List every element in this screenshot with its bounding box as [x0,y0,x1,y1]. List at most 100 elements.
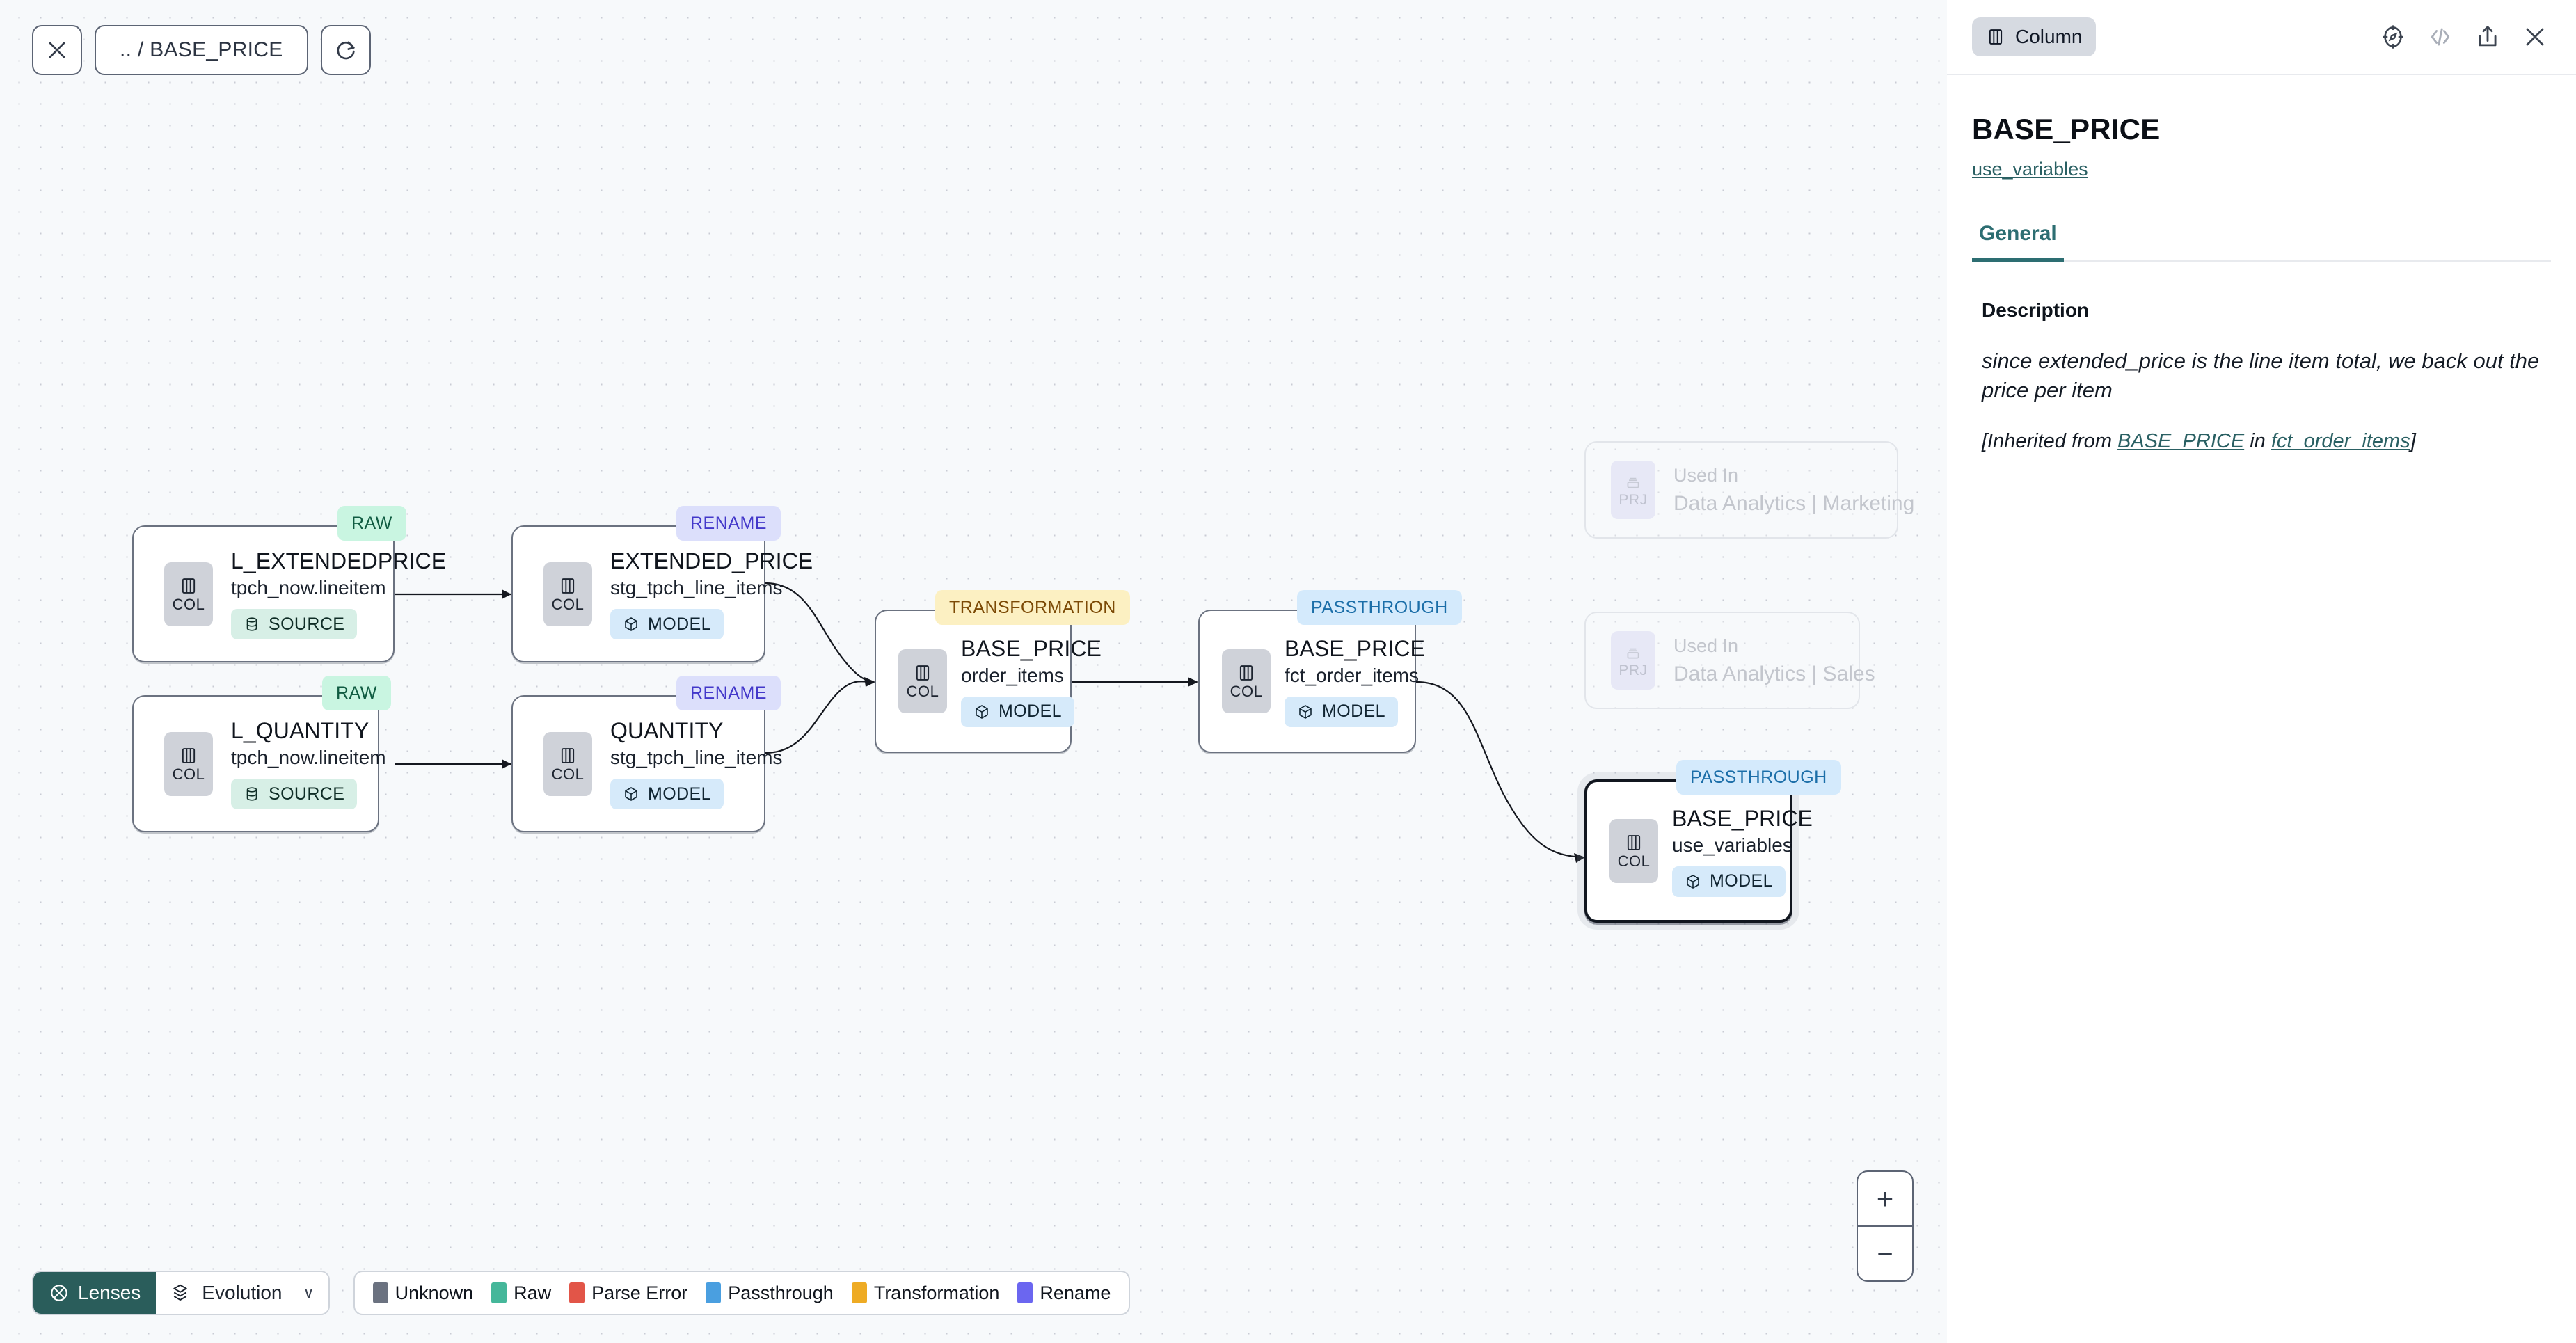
details-panel-header: Column [1947,0,2576,75]
explore-icon [2383,25,2403,49]
node-title: EXTENDED_PRICE [610,548,813,573]
description-label: Description [1982,299,2090,321]
node-title: L_QUANTITY [231,718,369,743]
cube-icon [976,704,988,719]
legend-swatch [706,1282,722,1303]
layers-icon [173,1284,187,1301]
lenses-button[interactable]: Lenses [33,1272,157,1314]
canvas-bottom-bar: Lenses Evolution ∨ Unknown Raw [32,1271,1131,1315]
node-badge-label: RAW [336,683,377,703]
legend-item-rename: Rename [1017,1282,1111,1304]
column-icon-label: COL [1617,852,1651,870]
node-base-price-use-variables[interactable]: PASSTHROUGH COL BASE_PRICE use_variables… [1584,760,1841,923]
node-badge-passthrough: PASSTHROUGH [1676,760,1841,795]
close-panel-button[interactable] [2522,24,2548,50]
node-pill-label: MODEL [1710,871,1773,891]
inherited-note: [Inherited from BASE_PRICE in fct_order_… [1982,430,2541,453]
tab-general[interactable]: General [1972,222,2064,262]
explore-button[interactable] [2380,24,2406,50]
node-badge-label: TRANSFORMATION [949,597,1116,617]
node-subtitle: tpch_now.lineitem [231,577,386,598]
node-body: L_EXTENDEDPRICE tpch_now.lineitem SOURCE [231,548,446,639]
legend-label: Passthrough [728,1282,834,1303]
node-badge-rename: RENAME [676,506,781,541]
used-in-card-sales[interactable]: PRJ Used In Data Analytics | Sales [1584,612,1875,709]
legend-label: Unknown [395,1282,474,1303]
used-in-name: Data Analytics | Marketing [1673,491,1915,515]
legend-label: Parse Error [591,1282,688,1303]
parent-model-link[interactable]: use_variables [1972,159,2088,180]
panel-header-actions [2380,24,2548,50]
node-l-extendedprice[interactable]: RAW COL L_EXTENDEDPRICE tpch_now.lineite… [132,506,446,662]
column-icon [561,747,575,763]
node-title: BASE_PRICE [961,635,1102,661]
node-badge-raw: RAW [337,506,406,541]
node-pill-model: MODEL [610,609,724,639]
breadcrumb-button[interactable]: .. / BASE_PRICE [95,25,308,75]
column-type-icon: COL [898,649,947,713]
node-badge-raw: RAW [322,676,391,710]
legend-swatch [372,1282,388,1303]
canvas-toolbar: .. / BASE_PRICE [32,25,371,75]
column-type-icon: COL [1222,649,1271,713]
share-button[interactable] [2474,24,2501,50]
legend-label: Transformation [873,1282,1000,1303]
node-badge-transformation: TRANSFORMATION [935,590,1130,625]
column-icon [1239,665,1253,681]
node-badge-label: PASSTHROUGH [1311,597,1448,617]
legend-item-unknown: Unknown [372,1282,474,1304]
legend-swatch [851,1282,867,1303]
node-badge-label: RENAME [690,683,767,703]
inherited-column-link[interactable]: BASE_PRICE [2117,429,2245,452]
project-icon-wrap: PRJ [1611,461,1655,519]
node-badge-rename: RENAME [676,676,781,710]
lens-icon [51,1285,67,1301]
legend-swatch [569,1282,585,1303]
node-pill-model: MODEL [610,779,724,809]
node-body: EXTENDED_PRICE stg_tpch_line_items MODEL [610,548,813,639]
node-pill-label: SOURCE [269,614,345,634]
legend-item-parse-error: Parse Error [569,1282,687,1304]
node-body: QUANTITY stg_tpch_line_items MODEL [610,718,782,809]
column-icon [182,578,196,594]
page-title: BASE_PRICE [1972,113,2161,145]
node-badge-label: PASSTHROUGH [1690,767,1827,787]
inherited-model-link[interactable]: fct_order_items [2271,429,2410,452]
node-l-quantity[interactable]: RAW COL L_QUANTITY tpch_now.lineitem SOU… [132,676,391,832]
code-button[interactable] [2427,24,2454,50]
evolution-dropdown[interactable]: Evolution ∨ [156,1272,328,1314]
lineage-canvas[interactable]: .. / BASE_PRICE RAW COL L_EXT [0,0,1947,1343]
node-pill-model: MODEL [1672,866,1786,897]
zoom-in-button[interactable]: + [1876,1182,1894,1215]
zoom-out-button[interactable]: − [1858,1225,1912,1280]
column-icon [1627,835,1641,850]
column-icon [916,665,930,681]
project-icon-wrap: PRJ [1611,631,1655,690]
node-pill-label: SOURCE [269,784,345,804]
node-base-price-order-items[interactable]: TRANSFORMATION COL BASE_PRICE order_item… [875,590,1130,753]
node-extended-price[interactable]: RENAME COL EXTENDED_PRICE stg_tpch_line_… [511,506,813,662]
chevron-down-icon: ∨ [303,1284,315,1301]
close-lineage-button[interactable] [32,25,82,75]
node-title: L_EXTENDEDPRICE [231,548,447,573]
legend-item-transformation: Transformation [851,1282,1000,1304]
project-icon [1627,648,1639,658]
legend-item-passthrough: Passthrough [706,1282,834,1304]
details-panel: Column [1947,0,2576,1343]
refresh-button[interactable] [320,25,371,75]
breadcrumb-label: .. / BASE_PRICE [120,38,283,61]
legend-label: Rename [1040,1282,1111,1303]
node-subtitle: stg_tpch_line_items [610,747,783,768]
node-quantity[interactable]: RENAME COL QUANTITY stg_tpch_line_items … [511,676,782,832]
node-body: BASE_PRICE fct_order_items MODEL [1285,636,1425,727]
cube-icon [1299,704,1312,719]
panel-tabs: General [1972,222,2551,262]
lenses-label: Lenses [78,1282,141,1303]
node-pill-label: MODEL [999,701,1062,721]
node-base-price-fct-order-items[interactable]: PASSTHROUGH COL BASE_PRICE fct_order_ite… [1198,590,1462,753]
entity-type-chip[interactable]: Column [1972,17,2097,56]
cube-icon [625,787,637,801]
node-pill-model: MODEL [1285,696,1398,727]
node-pill-label: MODEL [1322,701,1385,721]
used-in-card-marketing[interactable]: PRJ Used In Data Analytics | Marketing [1584,441,1914,539]
